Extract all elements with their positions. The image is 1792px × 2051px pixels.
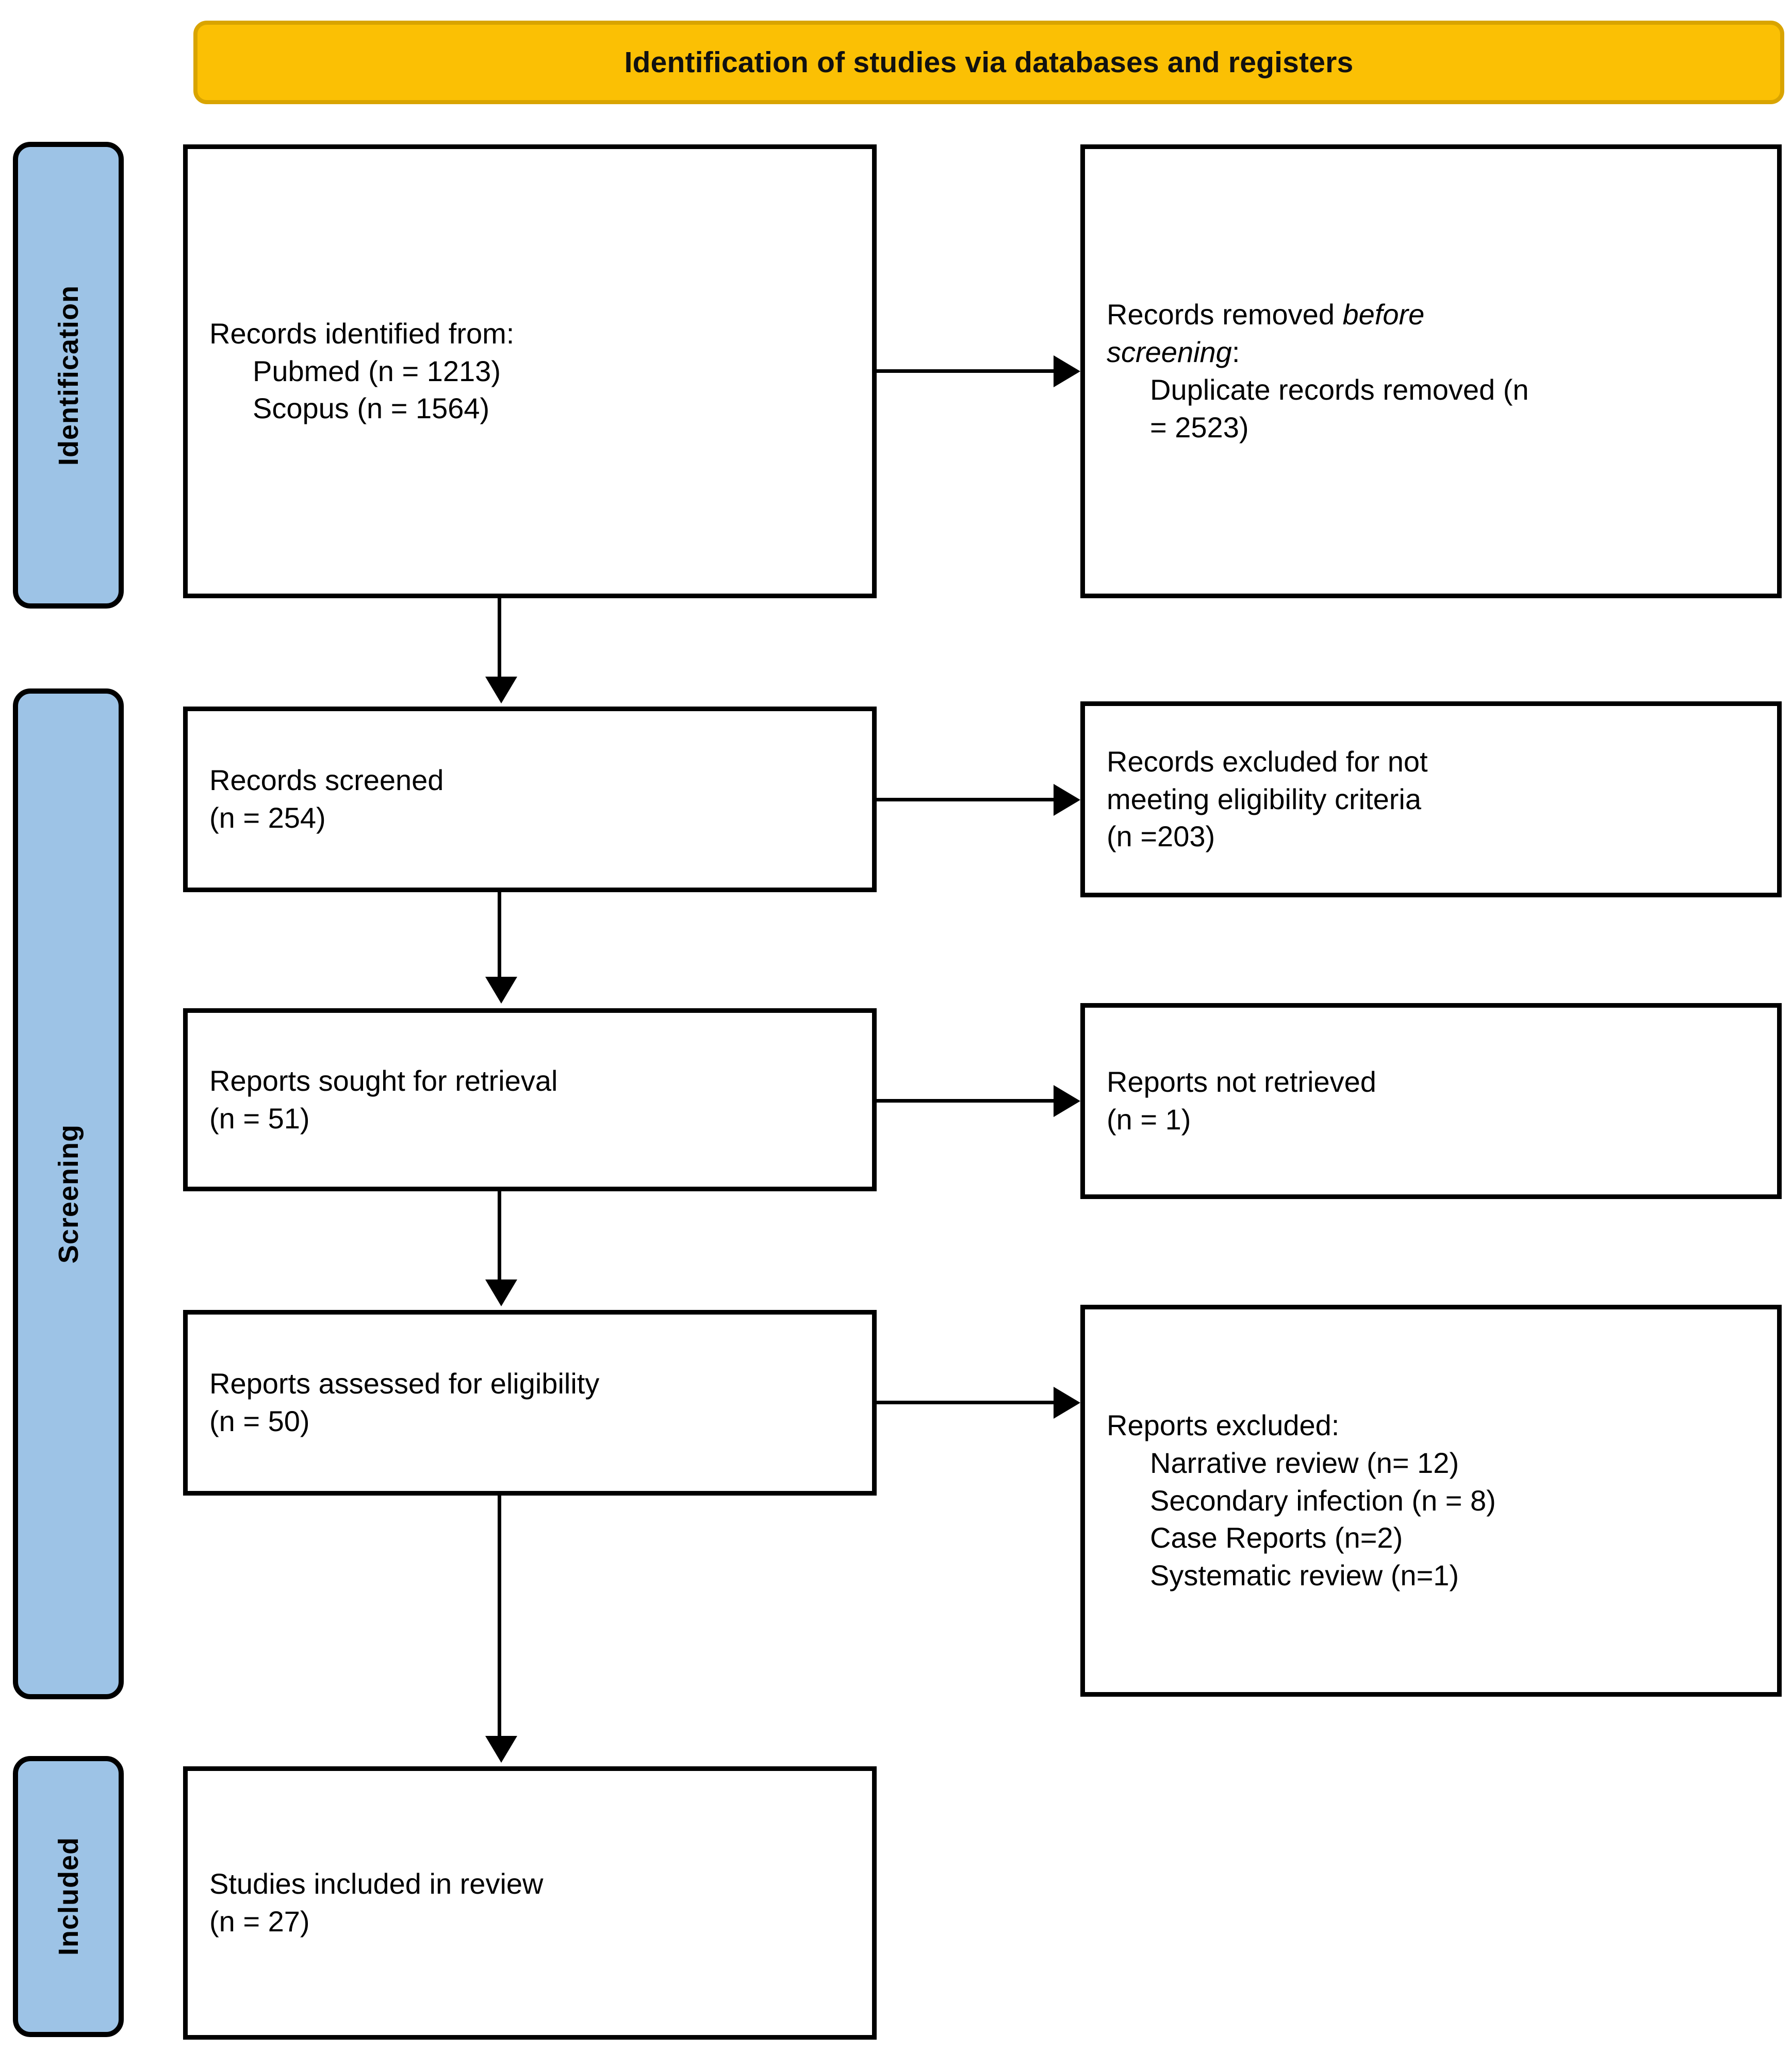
reports-excluded-heading: Reports excluded: [1107,1409,1340,1441]
studies-included-count: (n = 27) [209,1905,310,1938]
box-records-screened: Records screened (n = 254) [183,707,877,892]
reports-sought-count: (n = 51) [209,1102,310,1135]
box-reports-excluded-reasons: Reports excluded: Narrative review (n= 1… [1080,1305,1782,1697]
connector-screened-to-sought-line [498,892,501,979]
connector-identified-to-removed-arrow-icon [1054,355,1080,387]
box-records-removed: Records removed before screening: Duplic… [1080,144,1782,598]
connector-assessed-to-included-arrow-icon [485,1736,517,1763]
box-reports-sought: Reports sought for retrieval (n = 51) [183,1008,877,1191]
connector-identified-to-removed-line [877,369,1055,373]
reports-excluded-reason-narrative: Narrative review (n= 12) [1150,1446,1459,1479]
stage-label-included-text: Included [53,1837,84,1956]
studies-included-label: Studies included in review [209,1867,544,1900]
records-removed-heading-em2: screening [1107,336,1232,369]
connector-screened-to-excluded-arrow-icon [1054,784,1080,816]
records-excluded-line2: meeting eligibility criteria [1107,782,1422,815]
records-removed-heading-em: before [1342,298,1425,331]
reports-excluded-reason-secondary: Secondary infection (n = 8) [1150,1484,1496,1517]
reports-sought-label: Reports sought for retrieval [209,1064,558,1097]
records-identified-pubmed: Pubmed (n = 1213) [253,354,501,387]
diagram-title: Identification of studies via databases … [624,46,1354,79]
records-removed-heading-line1: Records removed before [1107,296,1755,334]
records-identified-scopus: Scopus (n = 1564) [253,392,490,425]
connector-assessed-to-included-line [498,1496,501,1738]
box-studies-included: Studies included in review (n = 27) [183,1766,877,2040]
records-removed-heading-line2: screening: [1107,334,1755,371]
records-removed-heading-pre: Records removed [1107,298,1343,331]
records-identified-heading: Records identified from: [209,317,515,350]
connector-identified-to-screened-line [498,598,501,680]
records-excluded-count: (n =203) [1107,820,1215,853]
box-records-identified: Records identified from: Pubmed (n = 121… [183,144,877,598]
reports-assessed-count: (n = 50) [209,1405,310,1437]
reports-not-retrieved-count: (n = 1) [1107,1103,1191,1136]
connector-assessed-to-excluded-line [877,1401,1055,1404]
records-removed-heading-colon: : [1231,336,1240,369]
records-screened-label: Records screened [209,764,444,797]
records-removed-duplicates-line2: = 2523) [1150,411,1249,444]
records-removed-duplicates-line1: Duplicate records removed (n [1150,373,1529,406]
records-screened-count: (n = 254) [209,801,326,834]
reports-excluded-reason-case: Case Reports (n=2) [1150,1521,1403,1554]
connector-identified-to-screened-arrow-icon [485,677,517,703]
box-records-excluded: Records excluded for not meeting eligibi… [1080,701,1782,897]
box-reports-not-retrieved: Reports not retrieved (n = 1) [1080,1003,1782,1199]
connector-screened-to-sought-arrow-icon [485,977,517,1004]
records-excluded-line1: Records excluded for not [1107,745,1428,778]
stage-label-screening-text: Screening [53,1124,84,1264]
box-reports-assessed: Reports assessed for eligibility (n = 50… [183,1310,877,1496]
connector-sought-to-not-retrieved-arrow-icon [1054,1085,1080,1117]
connector-sought-to-assessed-arrow-icon [485,1279,517,1306]
connector-screened-to-excluded-line [877,798,1055,801]
reports-not-retrieved-label: Reports not retrieved [1107,1065,1376,1098]
connector-sought-to-assessed-line [498,1191,501,1282]
reports-assessed-label: Reports assessed for eligibility [209,1367,600,1400]
stage-label-included: Included [13,1756,124,2037]
diagram-title-banner: Identification of studies via databases … [193,21,1784,104]
stage-label-identification: Identification [13,142,124,609]
connector-sought-to-not-retrieved-line [877,1099,1055,1103]
connector-assessed-to-excluded-arrow-icon [1054,1387,1080,1419]
reports-excluded-reason-systematic: Systematic review (n=1) [1150,1559,1459,1592]
stage-label-identification-text: Identification [53,285,84,466]
stage-label-screening: Screening [13,688,124,1699]
